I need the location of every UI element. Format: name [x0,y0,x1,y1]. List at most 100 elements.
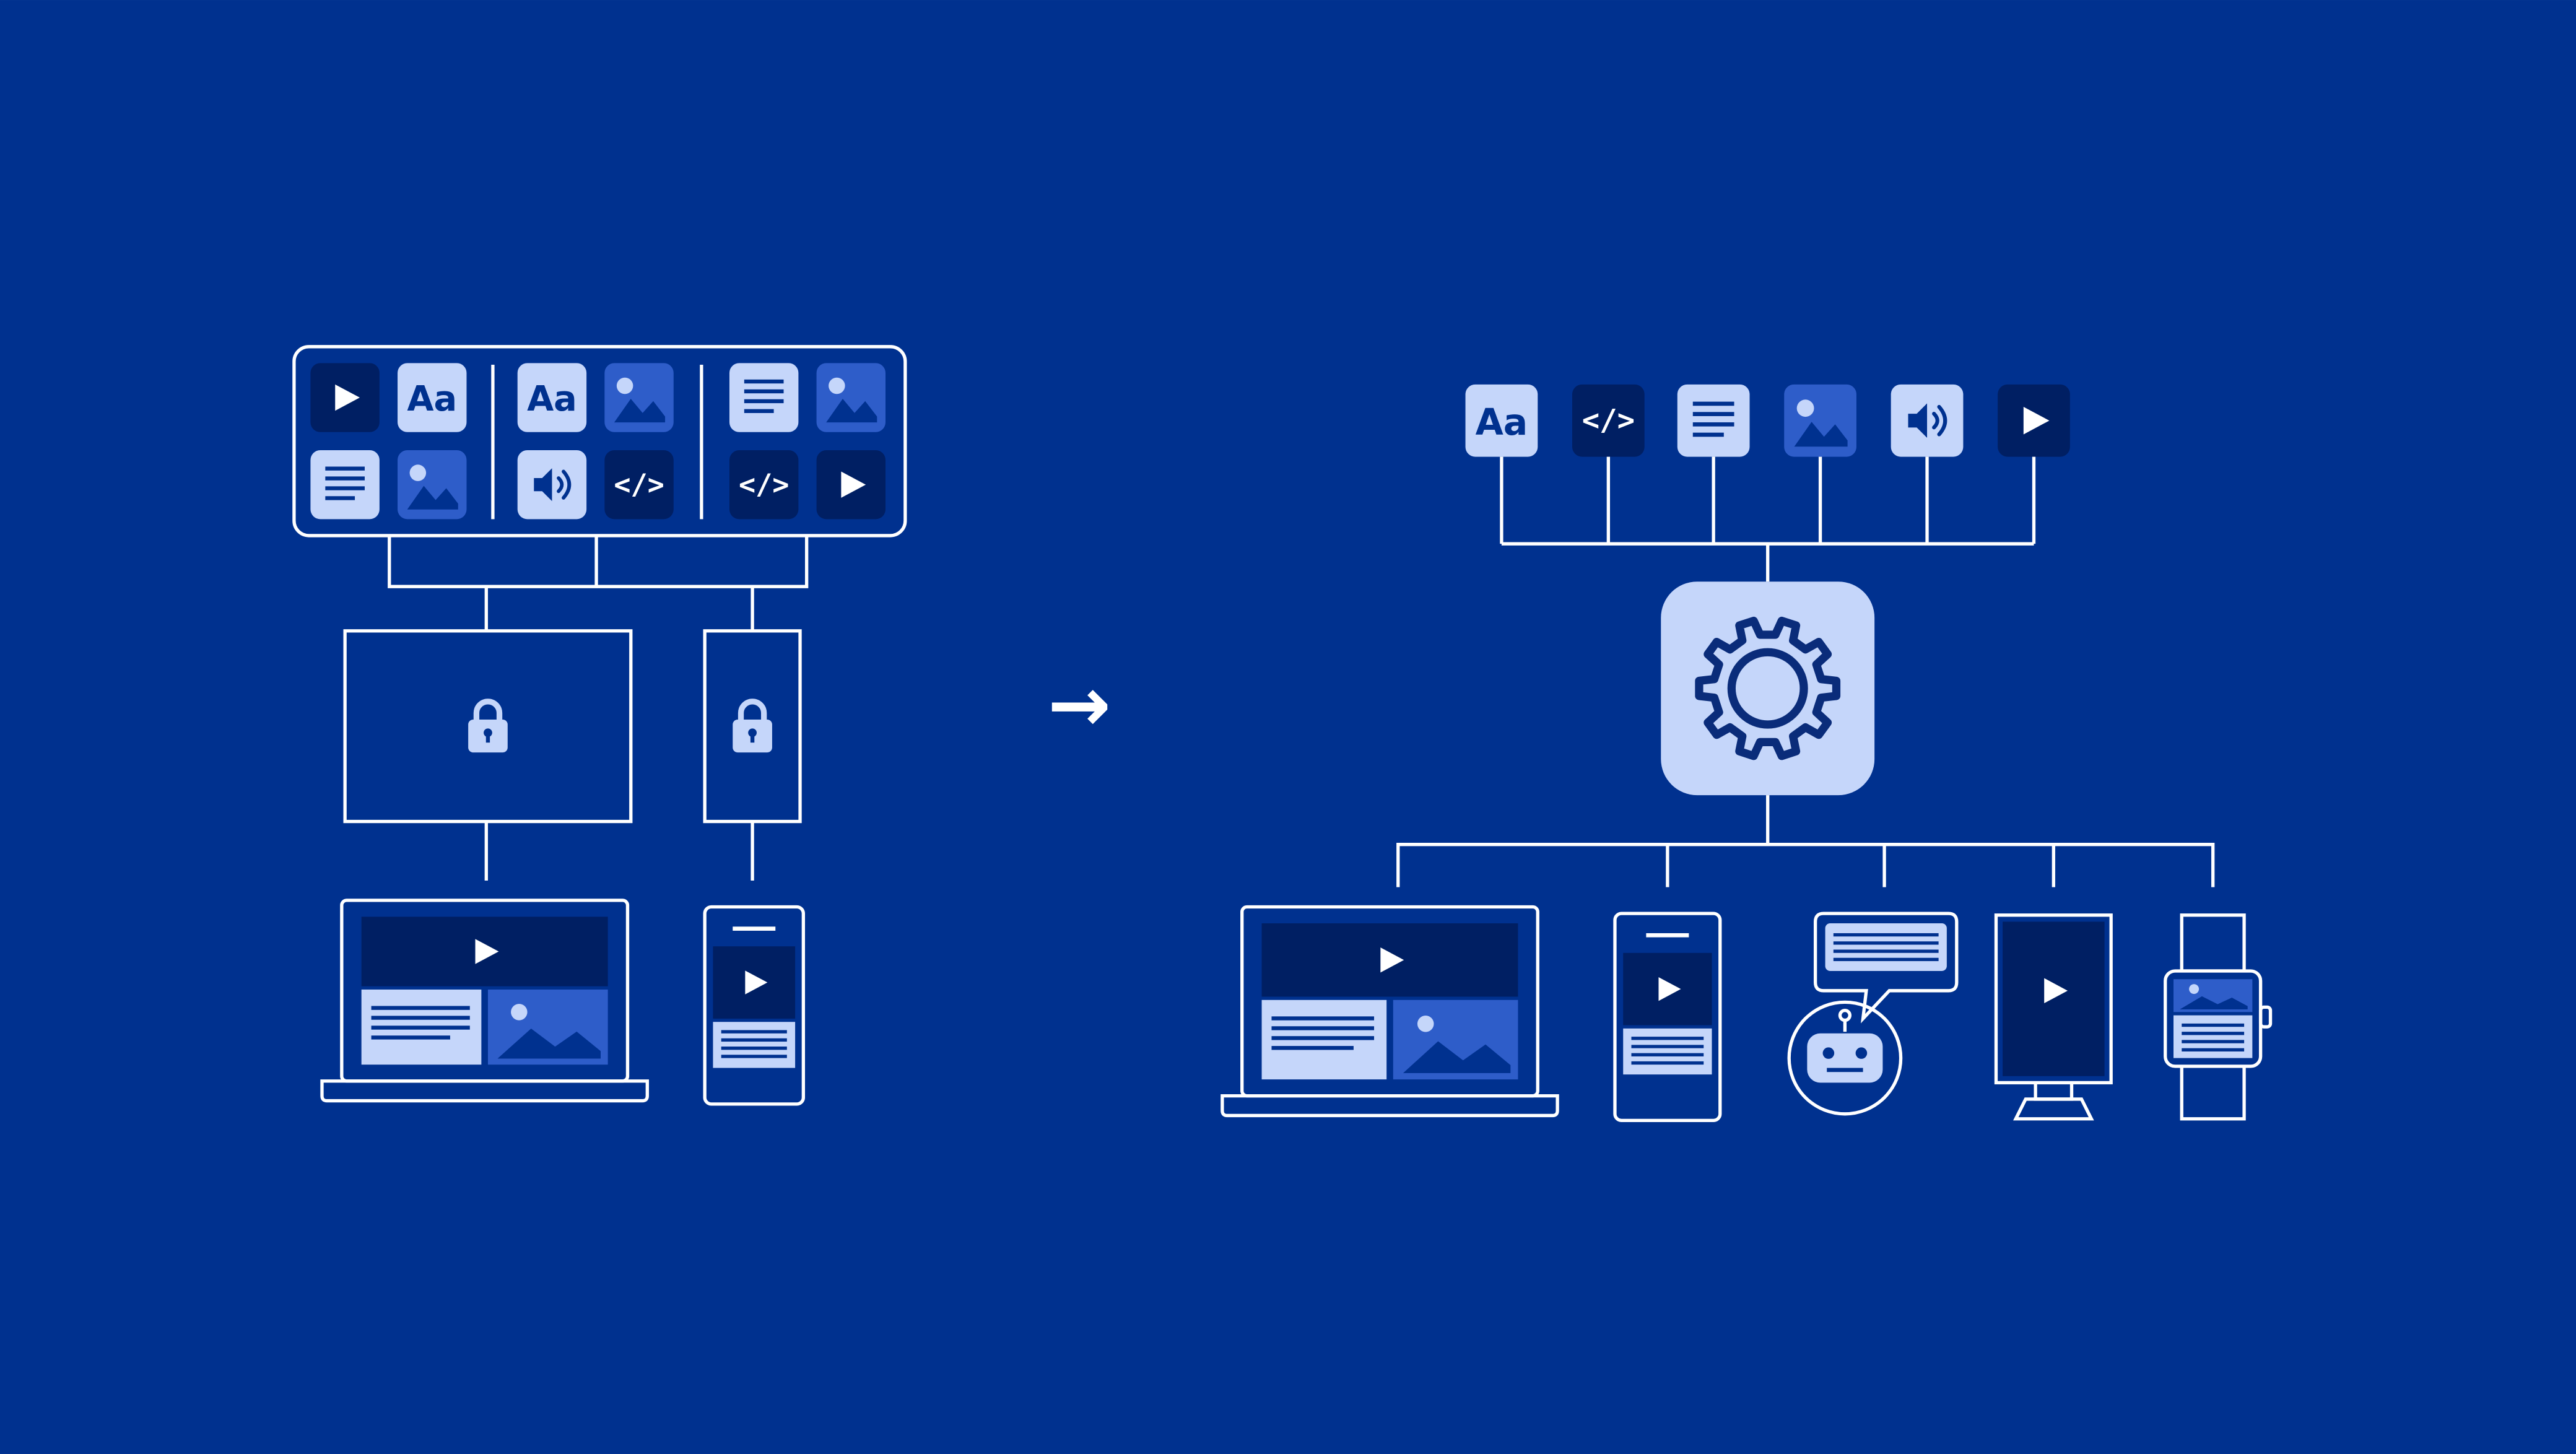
text-line [744,399,784,404]
text-aa-tile: Aa [398,363,467,432]
text-line [1833,949,1939,953]
tile-background [1465,384,1538,457]
play-icon [335,384,360,411]
text-line [744,389,784,394]
play-icon [2044,978,2068,1004]
speaker-body [534,468,552,502]
text-line [325,466,365,471]
text-line [1833,933,1939,937]
content-group: </> [729,363,886,520]
smartwatch-icon [2164,913,2273,1121]
text-line [325,476,365,481]
kiosk-frame [1994,913,2113,1085]
sun-shape [511,1004,528,1021]
text-line [1692,412,1734,416]
text-line [744,409,774,413]
text-aa-icon: Aa [1476,401,1528,443]
text-line [721,1055,787,1058]
code-tile: </> [1572,384,1645,457]
text-panel [1623,1028,1712,1075]
lock-shackle [738,699,767,721]
image-icon [407,464,458,510]
lock-icon [733,699,772,753]
sound-wave [1937,404,1947,437]
text-line [721,1047,787,1050]
sun-shape [2189,984,2200,995]
gear-hub [1727,648,1808,729]
content-silo-panel [292,345,907,538]
text-aa-icon: Aa [407,379,457,419]
laptop-base [320,1079,649,1103]
sun-shape [829,377,845,394]
text-line [2182,1023,2245,1027]
gear-outline [1695,616,1841,760]
text-aa-tile: Aa [1465,384,1538,457]
document-lines-icon [744,379,784,413]
text-line [1631,1037,1704,1040]
text-line [371,1035,450,1040]
text-line [1692,432,1724,437]
text-line [721,1030,787,1034]
phone-icon [1613,912,1722,1123]
speaker-tile [517,450,587,520]
lock-shackle [473,699,503,721]
lock-keyhole [485,733,490,743]
text-line [325,496,355,500]
robot-mouth [1827,1068,1863,1073]
sun-shape [616,377,633,394]
code-icon: </> [739,468,789,501]
image-icon [614,377,666,423]
text-aa-tile: Aa [517,363,587,432]
kiosk-screen [2003,921,2105,1076]
mountain-shape [497,1029,601,1059]
robot-eye [1822,1047,1835,1059]
connector-lines [1500,456,2036,582]
lock-icon [468,699,508,753]
code-icon: </> [1582,404,1635,438]
text-line [1692,422,1734,427]
arrow-right-icon: → [1048,661,1111,749]
laptop-icon [320,899,649,1103]
tile-background [729,450,799,520]
kiosk-stand [2013,1097,2094,1121]
speaker-icon [534,468,572,502]
image-tile [604,363,674,432]
text-line [1271,1036,1375,1040]
play-icon [2023,406,2050,435]
document-lines-icon [325,466,365,500]
text-line [1271,1026,1375,1030]
play-icon [841,471,866,498]
text-line [2182,1040,2245,1043]
document-lines-tile [310,450,380,520]
text-line [1833,957,1939,962]
mountain-shape [1403,1041,1511,1073]
text-line [1631,1053,1704,1056]
robot-head [1807,1033,1883,1083]
lock-keyhole [484,728,492,738]
mountain-shape [2180,996,2248,1010]
play-tile [310,363,380,432]
text-line [371,1025,470,1030]
robot-antenna-tip [1838,1008,1852,1022]
play-icon [1658,977,1681,1001]
image-tile [816,363,886,432]
document-lines-tile [729,363,799,432]
text-panel [713,1022,796,1068]
text-line [1631,1045,1704,1048]
play-icon [745,970,768,995]
kiosk-display-icon [1994,913,2113,1121]
sound-wave [1932,412,1939,430]
sound-wave [562,469,572,500]
image-icon [1794,399,1848,447]
tile-background [398,363,467,432]
image-icon [2180,984,2248,1010]
connector-lines [1396,795,2215,887]
text-line [2182,1048,2245,1051]
text-aa-icon: Aa [527,379,577,419]
play-icon [475,939,499,964]
content-group: Aa</> [517,363,674,520]
phone-body [703,905,805,1106]
sun-shape [409,464,427,481]
